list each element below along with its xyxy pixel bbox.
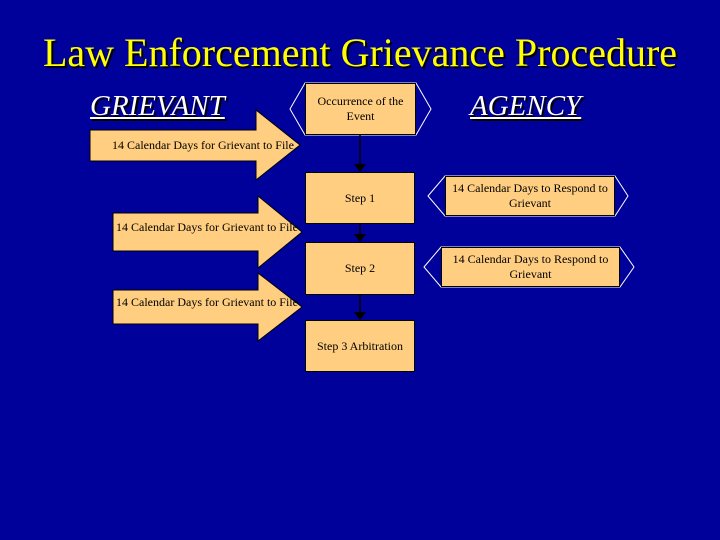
step-3-box: Step 3 Arbitration — [305, 320, 415, 372]
grievant-arrow-3-label: 14 Calendar Days for Grievant to File — [116, 295, 298, 309]
grievant-label: GRIEVANT — [90, 90, 225, 122]
step-1-box: Step 1 — [305, 172, 415, 224]
step-2-box: Step 2 — [305, 242, 415, 295]
arrowhead-step2-step3 — [354, 312, 366, 320]
agency-label: AGENCY — [470, 90, 582, 122]
agency-response-2: 14 Calendar Days to Respond to Grievant — [441, 247, 620, 287]
arrowhead-step1-step2 — [354, 234, 366, 242]
page-title: Law Enforcement Grievance Procedure — [42, 30, 678, 75]
grievant-arrow-2-label: 14 Calendar Days for Grievant to File — [116, 220, 298, 234]
arrowhead-event-step1 — [354, 164, 366, 172]
agency-response-1: 14 Calendar Days to Respond to Grievant — [445, 176, 615, 216]
grievant-arrow-1 — [89, 108, 301, 182]
grievant-arrow-3 — [112, 271, 303, 343]
grievant-arrow-2 — [112, 194, 303, 270]
occurrence-box: Occurrence of the Event — [305, 83, 416, 135]
grievant-arrow-1-label: 14 Calendar Days for Grievant to File — [112, 138, 294, 152]
